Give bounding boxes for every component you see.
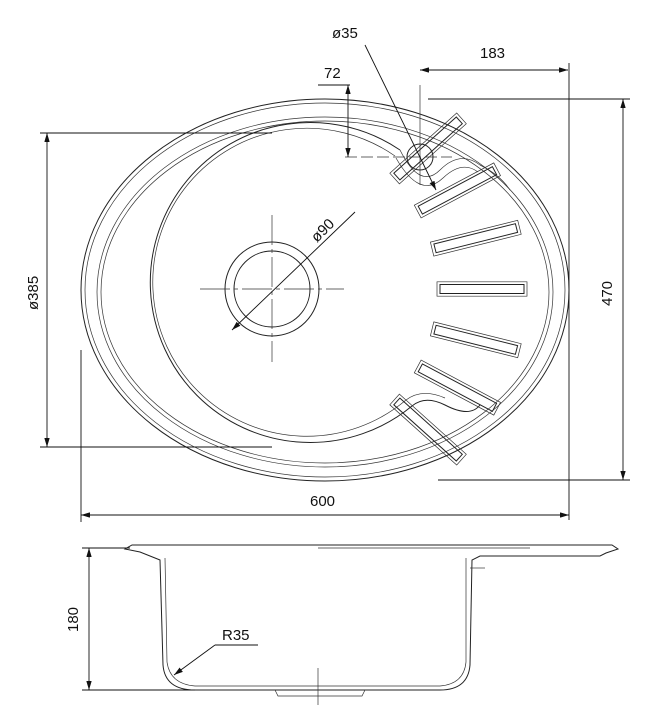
drainer-rib (389, 112, 467, 185)
side-view: 180 R35 (65, 544, 620, 705)
drainer-rib (417, 363, 498, 412)
bowl-outline (149, 121, 481, 443)
dim-183-label: 183 (480, 45, 505, 62)
drainer-rib (439, 284, 525, 294)
drain-diameter-label: ø90 (308, 216, 338, 246)
drainer-rib (433, 324, 519, 355)
drainer-rib (429, 219, 522, 257)
dim-470-label: 470 (599, 281, 616, 306)
drainer-ribs (389, 112, 528, 466)
outer-rim (80, 98, 570, 482)
top-view: ø90 ø35 72 183 470 ø385 600 (25, 25, 630, 522)
drainer-rib (413, 359, 501, 416)
drainer-rib (413, 162, 501, 219)
dim-180-label: 180 (65, 607, 82, 632)
side-drain (274, 689, 366, 697)
tap-diameter-leader (364, 44, 437, 191)
drain-diameter-leader (231, 211, 356, 331)
dim-600-label: 600 (310, 493, 335, 510)
dim-72-label: 72 (324, 65, 341, 82)
dim-385-label: ø385 (25, 276, 42, 310)
drainer-rib (417, 166, 498, 215)
drainer-rib (393, 397, 464, 462)
outer-rim-inner (84, 102, 566, 478)
side-bowl-inner (164, 557, 467, 687)
radius-leader (173, 644, 216, 676)
bowl-outline-inner (152, 127, 446, 437)
drainer-rib (436, 281, 528, 297)
deck-edge (96, 116, 554, 468)
drainer-rib (429, 321, 522, 359)
drainer-rib (393, 116, 464, 181)
deck-edge-2 (100, 120, 550, 464)
side-rim (123, 544, 620, 691)
radius-label: R35 (222, 627, 250, 644)
drainer-top-edge-2 (395, 157, 479, 186)
drainer-rib (389, 393, 467, 466)
tap-diameter-label: ø35 (332, 25, 358, 42)
drainer-rib (433, 223, 519, 254)
